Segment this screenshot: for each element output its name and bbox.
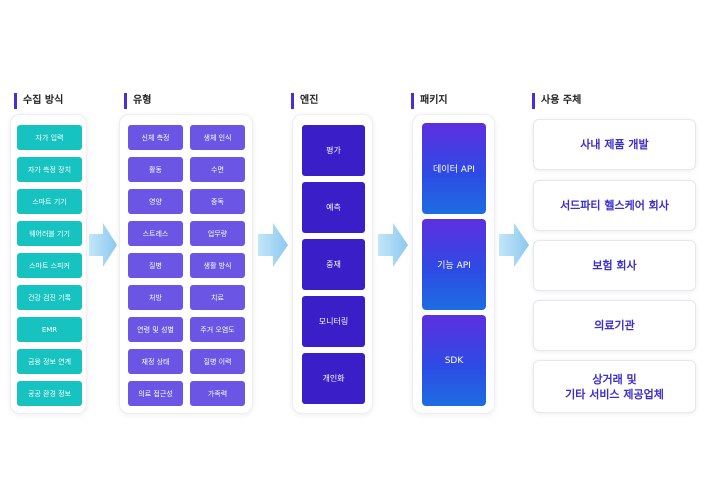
engine-item: 개인화 [302, 353, 365, 404]
type-item: 연령 및 성별 [128, 317, 183, 342]
type-panel: 신체 측정 생체 인식 활동 수면 영양 중독 스트레스 업무량 질병 생활 방… [119, 114, 253, 414]
collection-item: 공공 환경 정보 [17, 381, 82, 406]
type-item: 질병 [128, 253, 183, 278]
type-item: 질병 이력 [190, 349, 245, 374]
collection-item: EMR [17, 317, 82, 342]
collection-item: 스마트 스피커 [17, 253, 82, 278]
user-card: 사내 제품 개발 [533, 119, 696, 170]
type-item: 신체 측정 [128, 125, 183, 150]
type-item: 활동 [128, 157, 183, 182]
type-item: 영양 [128, 189, 183, 214]
header-engine: 엔진 [291, 93, 318, 109]
collection-item: 자가 입력 [17, 125, 82, 150]
type-item: 의료 접근성 [128, 381, 183, 406]
package-item: 데이터 API [422, 123, 486, 214]
collection-panel: 자가 입력 자가 측정 장치 스마트 기기 웨어러블 기기 스마트 스피커 건강… [10, 114, 87, 414]
engine-item: 평가 [302, 125, 365, 176]
collection-item: 자가 측정 장치 [17, 157, 82, 182]
engine-panel: 평가 예측 중재 모니터링 개인화 [292, 114, 373, 414]
engine-item: 중재 [302, 239, 365, 290]
collection-item: 웨어러블 기기 [17, 221, 82, 246]
user-card: 서드파티 헬스케어 회사 [533, 180, 696, 231]
package-item: 기능 API [422, 219, 486, 310]
type-item: 재정 상태 [128, 349, 183, 374]
type-item: 업무량 [190, 221, 245, 246]
flow-arrow-icon [89, 223, 117, 267]
collection-item: 스마트 기기 [17, 189, 82, 214]
flow-arrow-icon [499, 223, 529, 267]
package-panel: 데이터 API 기능 API SDK [412, 114, 495, 414]
type-item: 생활 방식 [190, 253, 245, 278]
type-item: 치료 [190, 285, 245, 310]
flow-arrow-icon [258, 223, 288, 267]
header-collection: 수집 방식 [14, 93, 63, 109]
type-item: 생체 인식 [190, 125, 245, 150]
type-item: 수면 [190, 157, 245, 182]
engine-item: 모니터링 [302, 296, 365, 347]
flow-arrow-icon [378, 223, 408, 267]
user-card: 의료기관 [533, 300, 696, 351]
collection-item: 건강 검진 기록 [17, 285, 82, 310]
package-item: SDK [422, 315, 486, 406]
type-item: 중독 [190, 189, 245, 214]
type-item: 스트레스 [128, 221, 183, 246]
header-package: 패키지 [411, 93, 448, 109]
user-card: 상거래 및 기타 서비스 제공업체 [533, 360, 696, 413]
engine-item: 예측 [302, 182, 365, 233]
header-type: 유형 [124, 93, 151, 109]
header-users: 사용 주체 [532, 93, 581, 109]
collection-item: 금융 정보 연계 [17, 349, 82, 374]
user-card: 보험 회사 [533, 240, 696, 291]
type-item: 가족력 [190, 381, 245, 406]
type-item: 처방 [128, 285, 183, 310]
type-item: 주거 오염도 [190, 317, 245, 342]
